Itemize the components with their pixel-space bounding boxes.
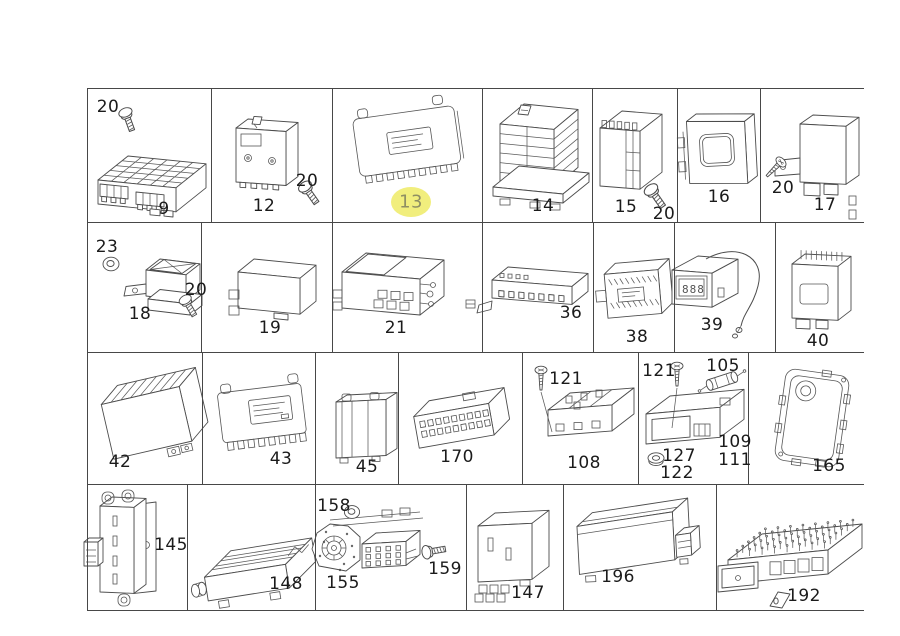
grid-line xyxy=(187,484,188,611)
label-part-192[interactable]: 192 xyxy=(787,586,821,606)
part-cell-108[interactable] xyxy=(522,352,638,484)
part-cell-19[interactable] xyxy=(201,222,332,352)
label-screw-121-b[interactable]: 121 xyxy=(642,361,676,381)
part-cell-196[interactable] xyxy=(563,484,716,610)
part-cell-147[interactable] xyxy=(466,484,563,610)
part-cell-14[interactable] xyxy=(482,88,592,222)
part-cell-12[interactable] xyxy=(211,88,332,222)
grid-line xyxy=(87,88,88,611)
part-cell-15[interactable] xyxy=(592,88,677,222)
part-cell-192[interactable] xyxy=(716,484,865,610)
part-cell-148[interactable] xyxy=(187,484,315,610)
label-part-108[interactable]: 108 xyxy=(567,453,601,473)
highlight-13 xyxy=(391,187,431,217)
part-cell-170[interactable] xyxy=(398,352,522,484)
part-cell-16[interactable] xyxy=(677,88,760,222)
part-cell-165[interactable] xyxy=(748,352,865,484)
label-part-12[interactable]: 12 xyxy=(252,196,276,216)
label-part-111[interactable]: 111 xyxy=(718,450,752,470)
label-part-43[interactable]: 43 xyxy=(269,449,293,469)
grid-line xyxy=(775,222,776,353)
label-part-19[interactable]: 19 xyxy=(258,318,282,338)
label-part-18[interactable]: 18 xyxy=(128,304,152,324)
grid-line xyxy=(201,222,202,353)
grid-line xyxy=(87,352,864,353)
grid-line xyxy=(398,352,399,485)
grid-line xyxy=(716,484,717,611)
grid-line xyxy=(332,222,333,353)
part-cell-38[interactable] xyxy=(593,222,674,352)
part-cell-13[interactable] xyxy=(332,88,482,222)
part-cell-17[interactable] xyxy=(760,88,865,222)
label-bolt-159[interactable]: 159 xyxy=(428,559,462,579)
part-cell-145[interactable] xyxy=(87,484,187,610)
grid-line xyxy=(466,484,467,611)
label-fuse-105[interactable]: 105 xyxy=(706,356,740,376)
grid-line xyxy=(87,222,864,223)
grid-line xyxy=(677,88,678,223)
grid-line xyxy=(87,88,864,89)
grid-line xyxy=(760,88,761,223)
grid-line xyxy=(315,352,316,485)
part-cell-43[interactable] xyxy=(202,352,315,484)
label-part-17[interactable]: 17 xyxy=(813,195,837,215)
label-part-170[interactable]: 170 xyxy=(440,447,474,467)
label-screw-20-d[interactable]: 20 xyxy=(771,178,795,198)
part-cell-21[interactable] xyxy=(332,222,482,352)
part-cell-36[interactable] xyxy=(482,222,593,352)
label-bolt-20-c[interactable]: 20 xyxy=(652,204,676,224)
label-part-13[interactable]: 13 xyxy=(399,191,423,213)
part-cell-109-111[interactable] xyxy=(638,352,748,484)
label-part-45[interactable]: 45 xyxy=(355,457,379,477)
part-cell-18[interactable] xyxy=(87,222,201,352)
part-cell-42[interactable] xyxy=(87,352,202,484)
part-cell-39[interactable] xyxy=(674,222,775,352)
part-cell-40[interactable] xyxy=(775,222,865,352)
grid-line xyxy=(563,484,564,611)
label-part-40[interactable]: 40 xyxy=(806,331,830,351)
grid-line xyxy=(638,352,639,485)
part-cell-45[interactable] xyxy=(315,352,398,484)
label-grommet-158[interactable]: 158 xyxy=(317,496,351,516)
label-part-15[interactable]: 15 xyxy=(614,197,638,217)
part-cell-9[interactable] xyxy=(87,88,211,222)
label-screw-121-a[interactable]: 121 xyxy=(549,369,583,389)
grid-line xyxy=(87,484,864,485)
label-part-16[interactable]: 16 xyxy=(707,187,731,207)
grid-line xyxy=(748,352,749,485)
label-grommet-23[interactable]: 23 xyxy=(95,237,119,257)
grid-line xyxy=(87,610,864,611)
label-part-145[interactable]: 145 xyxy=(154,535,188,555)
grid-line xyxy=(332,88,333,223)
grid-line xyxy=(522,352,523,485)
label-part-147[interactable]: 147 xyxy=(511,583,545,603)
grid-line xyxy=(482,88,483,223)
label-part-38[interactable]: 38 xyxy=(625,327,649,347)
part-cell-155[interactable] xyxy=(315,484,466,610)
label-nut-122[interactable]: 122 xyxy=(660,463,694,483)
label-bolt-20-a[interactable]: 20 xyxy=(96,97,120,117)
label-part-155[interactable]: 155 xyxy=(326,573,360,593)
grid-line xyxy=(593,222,594,353)
label-part-36[interactable]: 36 xyxy=(559,303,583,323)
grid-line xyxy=(211,88,212,223)
label-part-21[interactable]: 21 xyxy=(384,318,408,338)
label-nut-127[interactable]: 127 xyxy=(662,446,696,466)
grid-line xyxy=(592,88,593,223)
grid-line xyxy=(482,222,483,353)
